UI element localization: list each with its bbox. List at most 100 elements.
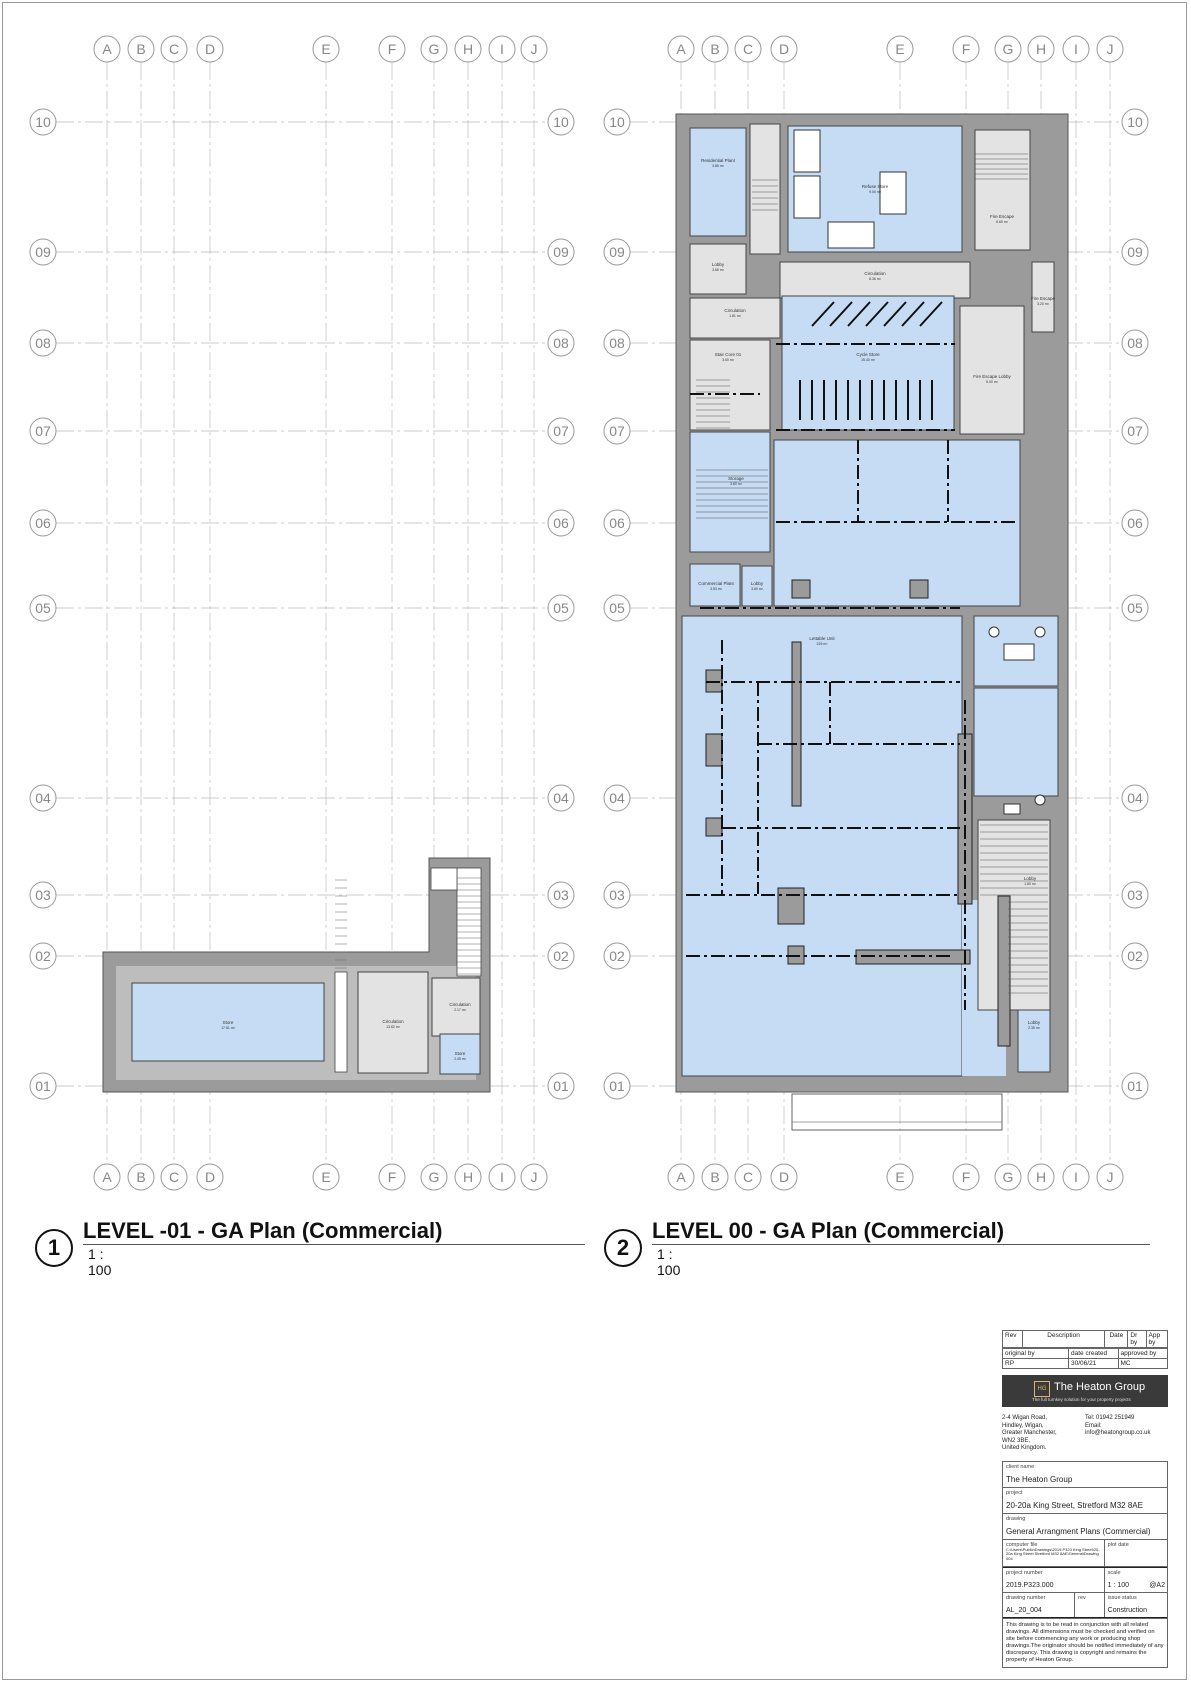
grid-label: H xyxy=(463,41,473,57)
room-area: 1.80 m² xyxy=(1024,882,1037,886)
grid-label: I xyxy=(500,1169,504,1185)
room-label: Fire Escape xyxy=(1031,296,1056,301)
grid-label: 06 xyxy=(1127,515,1143,531)
room-fire-escape-lobby xyxy=(959,305,1025,435)
room-area: 5.00 m² xyxy=(986,380,999,384)
room-lobby-small xyxy=(741,565,773,607)
grid-bubble xyxy=(886,1163,914,1191)
grid-bubble xyxy=(952,35,980,63)
grid-label: 03 xyxy=(1127,887,1143,903)
grid-bubble xyxy=(603,784,631,812)
cycle-rack-bike xyxy=(811,301,835,327)
authorship-table: original by date created approved by RP … xyxy=(1002,1348,1168,1369)
grid-bubble xyxy=(160,35,188,63)
grid-label: 10 xyxy=(35,114,51,130)
plan-level-minus-01: Store 17.51 m² Circulation 13.62 m² Circ… xyxy=(102,857,491,1093)
grid-bubble xyxy=(93,35,121,63)
grid-bubble xyxy=(603,509,631,537)
project-number: 2019.P323.000 xyxy=(1006,1581,1054,1589)
stair-core-basement xyxy=(456,867,482,977)
grid-bubble xyxy=(420,35,448,63)
grid-label: B xyxy=(136,1169,145,1185)
grid-bubble xyxy=(701,1163,729,1191)
grid-bubble xyxy=(1121,942,1149,970)
shopfront-threshold xyxy=(791,1121,1003,1131)
rev-header: Rev xyxy=(1002,1330,1023,1348)
grid-bubble xyxy=(454,35,482,63)
grid-label: J xyxy=(531,41,538,57)
logo-mark: HG xyxy=(1034,1381,1050,1397)
email-link[interactable]: info@heatongroup.co.uk xyxy=(1085,1430,1151,1436)
grid-label: I xyxy=(500,41,504,57)
title-block: Rev Description Date Dr by App by origin… xyxy=(1002,1330,1169,1668)
address-line: WN2 3BE, xyxy=(1002,1437,1031,1444)
grid-label: 06 xyxy=(609,515,625,531)
grid-bubble xyxy=(1027,1163,1055,1191)
grid-bubble xyxy=(420,1163,448,1191)
grid-bubble xyxy=(93,1163,121,1191)
grid-label: J xyxy=(531,1169,538,1185)
grid-bubble xyxy=(994,35,1022,63)
computer-file: C:\Users\Public\Drawings\2019.P323 King … xyxy=(1006,1546,1100,1561)
room-circulation-entry xyxy=(749,123,781,255)
grid-label: F xyxy=(962,41,971,57)
room-label: Residential Plant xyxy=(701,158,736,163)
grid-bubble xyxy=(734,35,762,63)
room-commercial-plant xyxy=(689,563,741,607)
approved-by: MC xyxy=(1117,1358,1168,1369)
structure-column xyxy=(777,887,805,925)
company-address: 2-4 Wigan Road, Hindley, Wigan, Greater … xyxy=(1002,1415,1168,1453)
grid-label: F xyxy=(388,41,397,57)
shopfront-step xyxy=(791,1093,1003,1131)
view-underline xyxy=(83,1244,585,1245)
grid-bubble xyxy=(1121,238,1149,266)
scale-value: 1 : 100 xyxy=(1107,1581,1130,1589)
room-label: Circulation xyxy=(382,1019,404,1024)
room-lettable-unit-main xyxy=(681,615,963,1077)
room-circulation-mid xyxy=(689,297,781,339)
wc-fitting xyxy=(1034,626,1046,638)
grid-label: 04 xyxy=(553,790,569,806)
grid-label: C xyxy=(169,41,179,57)
room-label: 2.45 m² xyxy=(454,1057,467,1061)
room-area: 3.85 m² xyxy=(712,164,725,168)
grid-label: 07 xyxy=(1127,423,1143,439)
grid-bubble xyxy=(701,35,729,63)
grid-label: 01 xyxy=(35,1078,51,1094)
room-circulation-left xyxy=(357,971,429,1074)
grid-bubble xyxy=(667,1163,695,1191)
refuse-bin xyxy=(827,221,875,249)
room-label: Store xyxy=(455,1051,466,1056)
grid-bubble xyxy=(547,509,575,537)
grid-label: D xyxy=(205,1169,215,1185)
room-label: Lettable Unit xyxy=(809,636,835,641)
room-label: Lobby xyxy=(1024,876,1037,881)
grid-label: B xyxy=(710,41,719,57)
issue-status: Construction xyxy=(1107,1606,1147,1614)
grid-bubble xyxy=(547,594,575,622)
computer-file-label: computer file xyxy=(1006,1541,1038,1548)
drawing-number-label: drawing number xyxy=(1006,1594,1046,1601)
grid-bubble xyxy=(1121,417,1149,445)
sheet-size: @A2 xyxy=(1149,1581,1165,1589)
room-area: 3.20 m² xyxy=(1037,302,1050,306)
refuse-bin xyxy=(793,129,821,173)
disclaimer-note: This drawing is to be read in conjunctio… xyxy=(1002,1618,1168,1668)
room-circulation-small xyxy=(431,977,481,1037)
project-number-row: project number 2019.P323.000 scale 1 : 1… xyxy=(1003,1566,1167,1593)
cycle-rack-bike xyxy=(901,301,925,327)
grid-label: 03 xyxy=(609,887,625,903)
grid-bubble xyxy=(488,1163,516,1191)
grid-label: E xyxy=(321,1169,330,1185)
grid-bubble xyxy=(29,329,57,357)
rev-header: App by xyxy=(1145,1330,1169,1348)
grid-bubble xyxy=(547,417,575,445)
grid-label: D xyxy=(779,1169,789,1185)
grid-label: 04 xyxy=(35,790,51,806)
grid-bubble xyxy=(29,784,57,812)
grid-bubble xyxy=(603,238,631,266)
grid-label: I xyxy=(1074,1169,1078,1185)
room-residential-plant xyxy=(689,127,747,237)
client-name-label: client name xyxy=(1006,1463,1035,1470)
grid-label: 02 xyxy=(553,948,569,964)
